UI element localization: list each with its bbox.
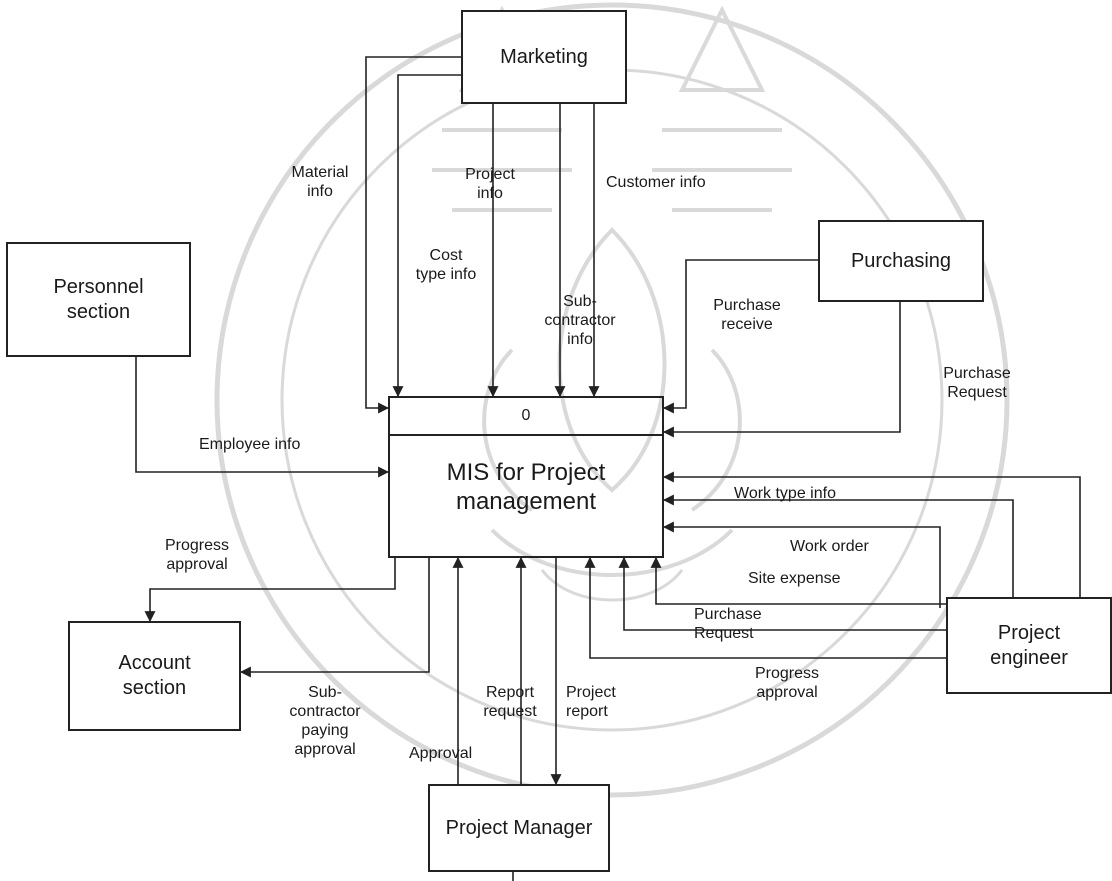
process-id: 0 [390, 398, 662, 436]
flow-line-material-info [365, 56, 461, 414]
process-mis-project-management: 0 MIS for Project management [388, 396, 664, 558]
label-work-order: Work order [790, 538, 869, 555]
entity-marketing: Marketing [461, 10, 627, 104]
flow-line-work-type-info [662, 494, 1014, 597]
label-employee-info: Employee info [199, 436, 301, 453]
label-progress-approval-account: Progress approval [164, 537, 230, 573]
flow-line-progress-approval-engineer [584, 556, 946, 659]
label-project-report: Project report [566, 684, 616, 720]
process-name: MIS for Project management [446, 459, 606, 515]
label-subcontractor-info: Sub- contractor info [544, 293, 616, 348]
flow-line-cost-type-info [392, 74, 461, 398]
label-customer-info: Customer info [606, 174, 706, 191]
label-approval: Approval [409, 745, 473, 762]
label-purchase-request-engineer: Purchase Request [694, 606, 762, 642]
label-progress-approval-engineer: Progress approval [754, 665, 820, 701]
flow-line-purchase-request-purchasing [662, 302, 901, 438]
entity-account-section: Account section [68, 621, 241, 731]
flow-line-purchase-request-engineer [618, 556, 946, 631]
label-material-info: Material info [291, 164, 349, 200]
label-cost-type-info: Cost type info [415, 247, 477, 283]
flow-line-subcontractor-paying-approval [239, 558, 430, 678]
entity-personnel-section: Personnel section [6, 242, 191, 357]
flow-line-employee-info [135, 357, 390, 478]
flow-line-purchase-receive [662, 259, 818, 414]
label-purchase-receive: Purchase receive [713, 297, 781, 333]
flow-line-top [662, 471, 1081, 597]
flow-line-site-expense [650, 556, 946, 605]
flow-line-work-order [662, 521, 941, 608]
flow-line-progress-approval-account [144, 558, 396, 623]
label-purchase-request-purchasing: Purchase Request [943, 365, 1011, 401]
entity-project-engineer: Project engineer [946, 597, 1112, 694]
label-site-expense: Site expense [748, 570, 841, 587]
label-work-type-info: Work type info [734, 485, 836, 502]
label-report-request: Report request [483, 684, 537, 720]
label-subcontractor-paying-approval: Sub- contractor paying approval [289, 684, 361, 758]
entity-project-manager: Project Manager [428, 784, 610, 872]
entity-purchasing: Purchasing [818, 220, 984, 302]
label-project-info: Project info [465, 166, 515, 202]
